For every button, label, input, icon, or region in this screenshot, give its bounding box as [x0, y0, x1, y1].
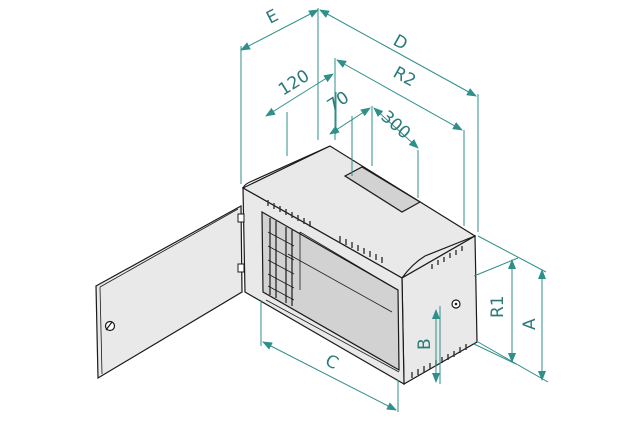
label-a: A [520, 318, 540, 330]
cabinet-body [241, 145, 478, 386]
door-panel [95, 204, 243, 380]
label-e: E [263, 6, 282, 29]
door-handle-icon [104, 320, 116, 332]
dim-line-e [240, 9, 319, 51]
label-300: 300 [377, 107, 414, 144]
label-70: 70 [324, 88, 353, 117]
label-d: D [390, 31, 411, 55]
dim-line-c [262, 341, 397, 411]
cabinet-front-opening [261, 210, 400, 372]
top-cable-slot [343, 166, 422, 213]
rack-rails [267, 218, 295, 306]
dim-line-120 [265, 73, 334, 117]
label-r1: R1 [488, 295, 508, 318]
label-c: C [322, 351, 342, 374]
cabinet-door [95, 204, 245, 380]
label-b: B [415, 338, 435, 350]
dim-line-70 [329, 107, 371, 135]
dim-line-r2 [336, 59, 463, 131]
label-r2: R2 [390, 63, 419, 91]
vent-slots-front [267, 200, 383, 263]
dim-line-300 [373, 107, 419, 149]
dimension-lines [240, 8, 549, 412]
label-120: 120 [275, 66, 313, 100]
